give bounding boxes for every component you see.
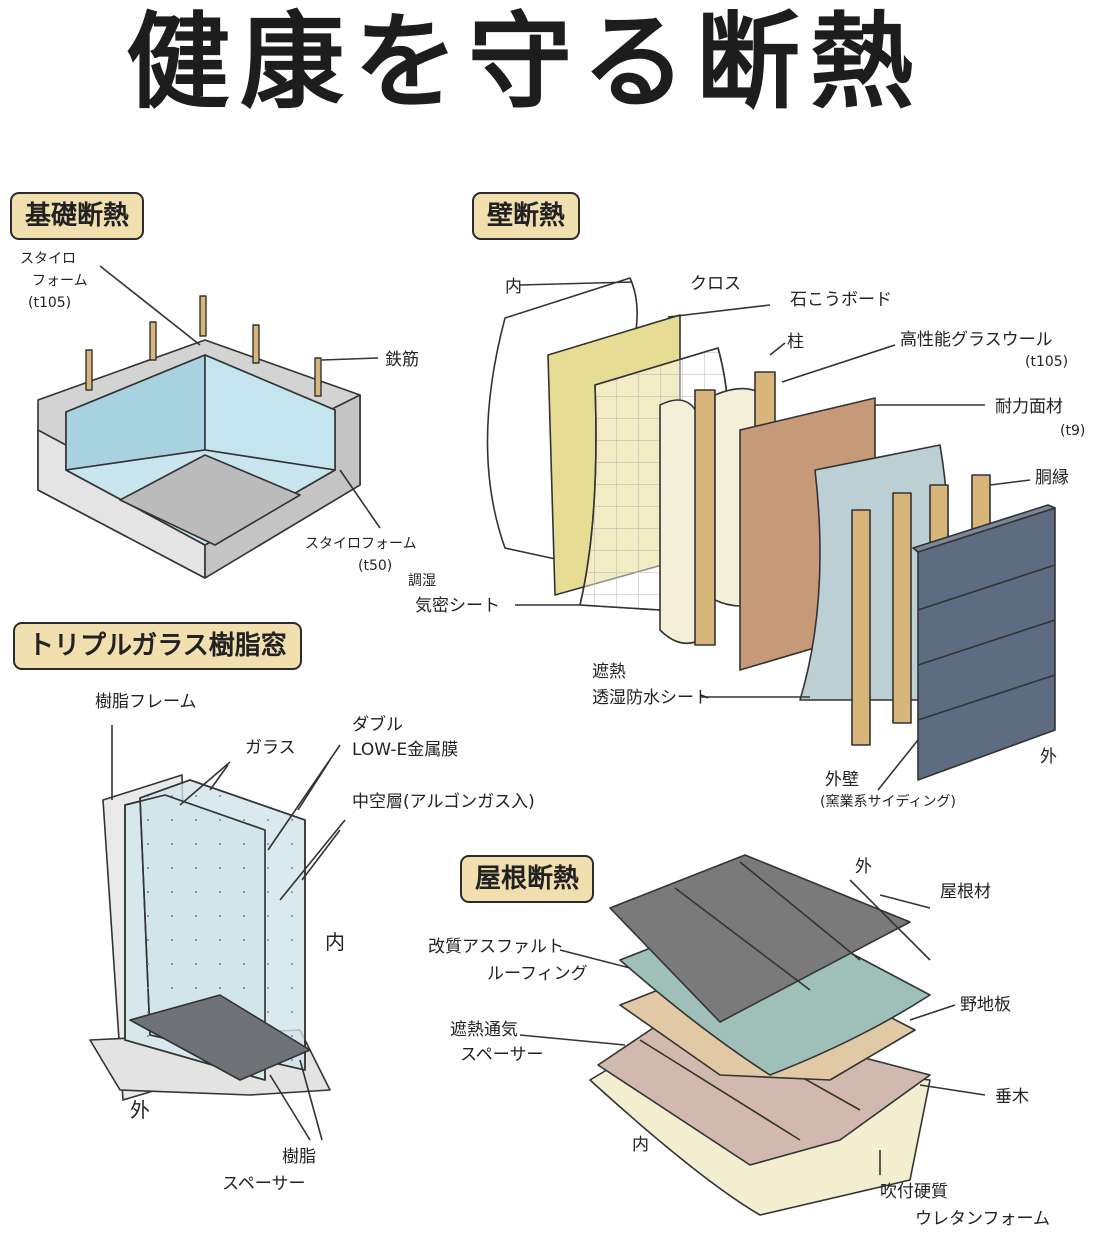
label-window-outside: 外 — [130, 1098, 150, 1122]
label-resin-frame: 樹脂フレーム — [95, 692, 197, 712]
label-sheathing: 野地板 — [960, 995, 1011, 1015]
label-vent-spacer-2: スペーサー — [460, 1045, 544, 1065]
label-waterproof-2: 透湿防水シート — [592, 688, 711, 708]
label-lowe-2: LOW-E金属膜 — [352, 740, 459, 760]
label-asphalt-2: ルーフィング — [487, 964, 588, 984]
label-styro-top: スタイロ — [20, 251, 76, 267]
label-styro-top-2: フォーム — [32, 273, 88, 289]
label-waterproof-1: 遮熱 — [592, 662, 626, 682]
label-humidity-sheet-2: 気密シート — [415, 596, 500, 616]
label-glass: ガラス — [245, 738, 296, 758]
tag-roof: 屋根断熱 — [460, 855, 595, 903]
label-resin-spacer-2: スペーサー — [222, 1174, 306, 1194]
label-glasswool: 高性能グラスウール — [900, 330, 1053, 350]
label-bearing-panel: 耐力面材 — [995, 397, 1063, 417]
label-plasterboard: 石こうボード — [790, 290, 892, 310]
label-hollow-layer: 中空層(アルゴンガス入) — [352, 792, 535, 812]
label-roof-inside: 内 — [632, 1135, 649, 1155]
label-wall-inside: 内 — [505, 277, 522, 297]
label-window-inside: 内 — [325, 930, 345, 954]
label-bearing-panel-thickness: (t9) — [1060, 423, 1086, 439]
label-urethane-2: ウレタンフォーム — [915, 1209, 1050, 1229]
tag-window: トリプルガラス樹脂窓 — [13, 622, 302, 670]
label-rebar: 鉄筋 — [385, 350, 419, 370]
label-resin-spacer-1: 樹脂 — [282, 1147, 316, 1167]
page-title: 健康を守る断熱 — [125, 1, 924, 123]
label-asphalt-1: 改質アスファルト — [428, 937, 564, 957]
label-siding-1: 外壁 — [825, 770, 859, 790]
tag-foundation: 基礎断熱 — [10, 192, 145, 240]
foundation-illustration — [37, 265, 381, 579]
label-styro-bottom-thickness: (t50) — [358, 558, 393, 574]
label-cloth: クロス — [690, 274, 741, 294]
roof-illustration — [519, 854, 986, 1216]
window-illustration — [89, 725, 346, 1141]
label-rafter: 垂木 — [995, 1087, 1029, 1107]
label-urethane-1: 吹付硬質 — [880, 1182, 948, 1202]
label-styro-top-thickness: (t105) — [28, 295, 72, 311]
label-siding-2: (窯業系サイディング) — [820, 794, 956, 810]
label-lowe-1: ダブル — [352, 715, 403, 735]
label-roofing: 屋根材 — [940, 882, 991, 902]
tag-wall: 壁断熱 — [472, 192, 581, 240]
label-vent-spacer-1: 遮熱通気 — [450, 1020, 518, 1040]
label-roof-outside: 外 — [855, 857, 872, 877]
label-humidity-sheet-1: 調湿 — [408, 573, 436, 589]
wall-illustration — [486, 277, 1056, 791]
label-pillar: 柱 — [787, 332, 804, 352]
label-furring: 胴縁 — [1035, 468, 1069, 488]
label-styro-bottom: スタイロフォーム — [305, 536, 417, 552]
label-wall-outside: 外 — [1040, 747, 1057, 767]
label-glasswool-thickness: (t105) — [1025, 354, 1069, 370]
